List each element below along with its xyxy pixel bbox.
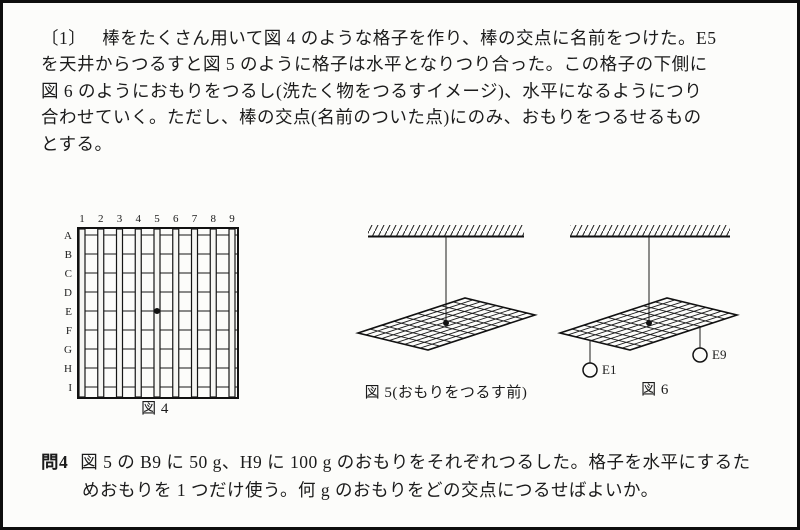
fig6-weight2-icon xyxy=(692,347,708,363)
fig6-weight1-icon xyxy=(582,362,598,378)
fig6-caption: 図 6 xyxy=(641,381,669,398)
fig4-row-label: F xyxy=(66,325,72,337)
question-line-1: 問4 図 5 の B9 に 50 g、H9 に 100 g のおもりをそれぞれつる… xyxy=(41,449,751,477)
fig6-weight2-label: E9 xyxy=(712,347,726,362)
figures-canvas: 1 2 3 4 5 6 7 8 9 A B C D E F G H I xyxy=(64,213,740,417)
fig4-row-label: A xyxy=(64,230,72,242)
problem-line-1: 〔1〕棒をたくさん用いて図 4 のような格子を作り、棒の交点に名前をつけた。E5 xyxy=(41,25,786,51)
problem-line-2: を天井からつるすと図 5 のように格子は水平となりつり合った。この格子の下側に xyxy=(41,54,708,75)
fig4-col-label: 3 xyxy=(117,213,123,225)
question-text-1: 図 5 の B9 に 50 g、H9 に 100 g のおもりをそれぞれつるした… xyxy=(80,452,751,472)
fig6-hang-point xyxy=(646,320,652,326)
fig6-ceiling-hatch xyxy=(570,225,730,236)
fig5-grid xyxy=(357,297,536,351)
problem-line-5: とする。 xyxy=(41,133,113,154)
problem-line-3: 図 6 のようにおもりをつるし(洗たく物をつるすイメージ)、水平になるようにつり xyxy=(41,80,703,101)
fig6-hanging-diagram: E1 E9 図 6 xyxy=(557,225,740,398)
problem-number: 〔1〕 xyxy=(41,28,87,48)
fig4-row-label: I xyxy=(68,382,72,394)
fig5-caption: 図 5(おもりをつるす前) xyxy=(365,384,528,401)
fig5-ceiling-hatch xyxy=(368,225,524,236)
fig5-hang-point xyxy=(443,320,449,326)
fig6-weight1-label: E1 xyxy=(602,362,616,377)
fig4-row-label: B xyxy=(65,249,72,261)
problem-text-1: 棒をたくさん用いて図 4 のような格子を作り、棒の交点に名前をつけた。E5 xyxy=(102,28,717,48)
fig4-row-label: C xyxy=(65,268,72,280)
fig4-col-label: 2 xyxy=(98,213,104,225)
fig4-caption: 図 4 xyxy=(141,400,169,417)
problem-statement: 〔1〕棒をたくさん用いて図 4 のような格子を作り、棒の交点に名前をつけた。E5… xyxy=(41,25,786,157)
fig4-row-label: D xyxy=(64,287,72,299)
fig4-row-label: H xyxy=(64,363,72,375)
fig5-grid-outline xyxy=(355,297,538,351)
question-number: 問4 xyxy=(41,452,69,472)
fig4-col-label: 4 xyxy=(136,213,142,225)
fig4-col-label: 1 xyxy=(79,213,85,225)
question-line-2: めおもりを 1 つだけ使う。何 g のおもりをどの交点につるせばよいか。 xyxy=(82,479,659,500)
fig4-col-label: 7 xyxy=(192,213,198,225)
fig4-row-label: G xyxy=(64,344,72,356)
fig4-frame xyxy=(77,227,239,399)
fig4-column-labels: 1 2 3 4 5 6 7 8 9 xyxy=(79,213,235,225)
fig4-col-label: 9 xyxy=(229,213,235,225)
fig4-col-label: 6 xyxy=(173,213,179,225)
question-4: 問4 図 5 の B9 に 50 g、H9 に 100 g のおもりをそれぞれつる… xyxy=(41,449,751,504)
fig6-grid-outline xyxy=(557,297,740,351)
fig4-col-label: 5 xyxy=(154,213,160,225)
fig5-hanging-diagram: 図 5(おもりをつるす前) xyxy=(355,225,538,401)
fig4-lattice-diagram: 1 2 3 4 5 6 7 8 9 A B C D E F G H I xyxy=(64,213,239,417)
fig4-row-labels: A B C D E F G H I xyxy=(64,230,72,394)
fig4-center-point xyxy=(154,308,160,314)
fig4-col-label: 8 xyxy=(211,213,217,225)
fig4-row-label: E xyxy=(65,306,72,318)
problem-line-4: 合わせていく。ただし、棒の交点(名前のついた点)にのみ、おもりをつるせるもの xyxy=(41,107,702,128)
